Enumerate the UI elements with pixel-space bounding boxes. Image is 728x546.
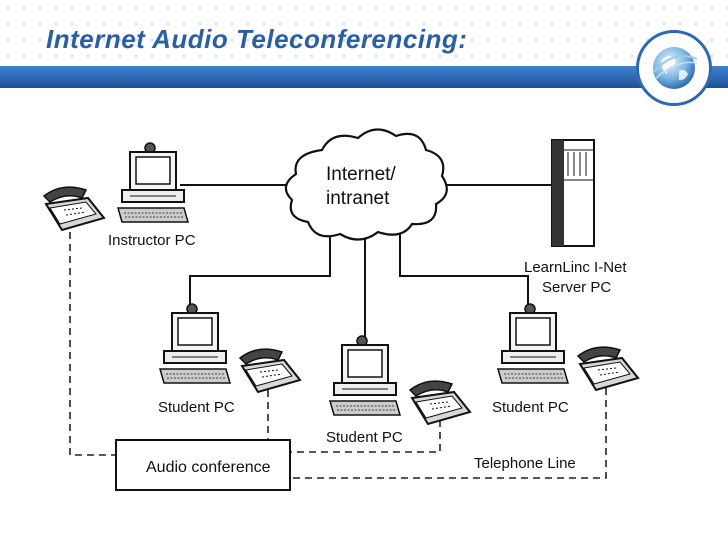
student-pc-center: Student PC (326, 335, 403, 446)
server-label-line2: Server PC (542, 279, 611, 296)
slide-title: Internet Audio Teleconferencing: (46, 24, 468, 54)
globe-icon (652, 47, 698, 89)
student-pc-right-label: Student PC (492, 399, 569, 416)
instructor-pc: Instructor PC (108, 142, 196, 249)
telephone-icon (576, 346, 640, 392)
computer-icon (159, 303, 231, 384)
telephone-icon (238, 348, 302, 394)
telephone-student-center (408, 380, 472, 426)
server-tower-icon (551, 139, 595, 247)
telephone-icon (408, 380, 472, 426)
phone-line-student-center (290, 420, 441, 453)
server-label-line1: LearnLinc I-Net (524, 259, 627, 276)
computer-icon (117, 142, 189, 223)
line-student-left (189, 230, 331, 306)
telephone-line-label: Telephone Line (474, 455, 576, 472)
cloud-label-line2: intranet (326, 188, 390, 209)
telephone-student-left (238, 348, 302, 394)
audio-conference-label: Audio conference (146, 459, 271, 476)
internet-cloud: Internet/ intranet (284, 128, 448, 241)
student-pc-left-label: Student PC (158, 399, 235, 416)
header-dot-pattern (0, 0, 728, 64)
cloud-label-line1: Internet/ (326, 164, 396, 185)
telephone-instructor (42, 186, 106, 232)
line-student-right (399, 230, 529, 306)
instructor-pc-label: Instructor PC (108, 232, 196, 249)
student-pc-right: Student PC (492, 303, 569, 416)
telephone-student-right (576, 346, 640, 392)
header-bar (0, 66, 728, 88)
server-tower: LearnLinc I-Net Server PC (524, 139, 627, 296)
student-pc-left: Student PC (158, 303, 235, 416)
telephone-icon (42, 186, 106, 232)
phone-line-student-right (290, 388, 607, 479)
logo-badge (636, 30, 712, 106)
audio-conference-box: Audio conference (115, 439, 291, 491)
cloud-icon (284, 128, 448, 241)
phone-line-instructor (69, 232, 116, 456)
computer-icon (329, 335, 401, 416)
computer-icon (497, 303, 569, 384)
student-pc-center-label: Student PC (326, 429, 403, 446)
